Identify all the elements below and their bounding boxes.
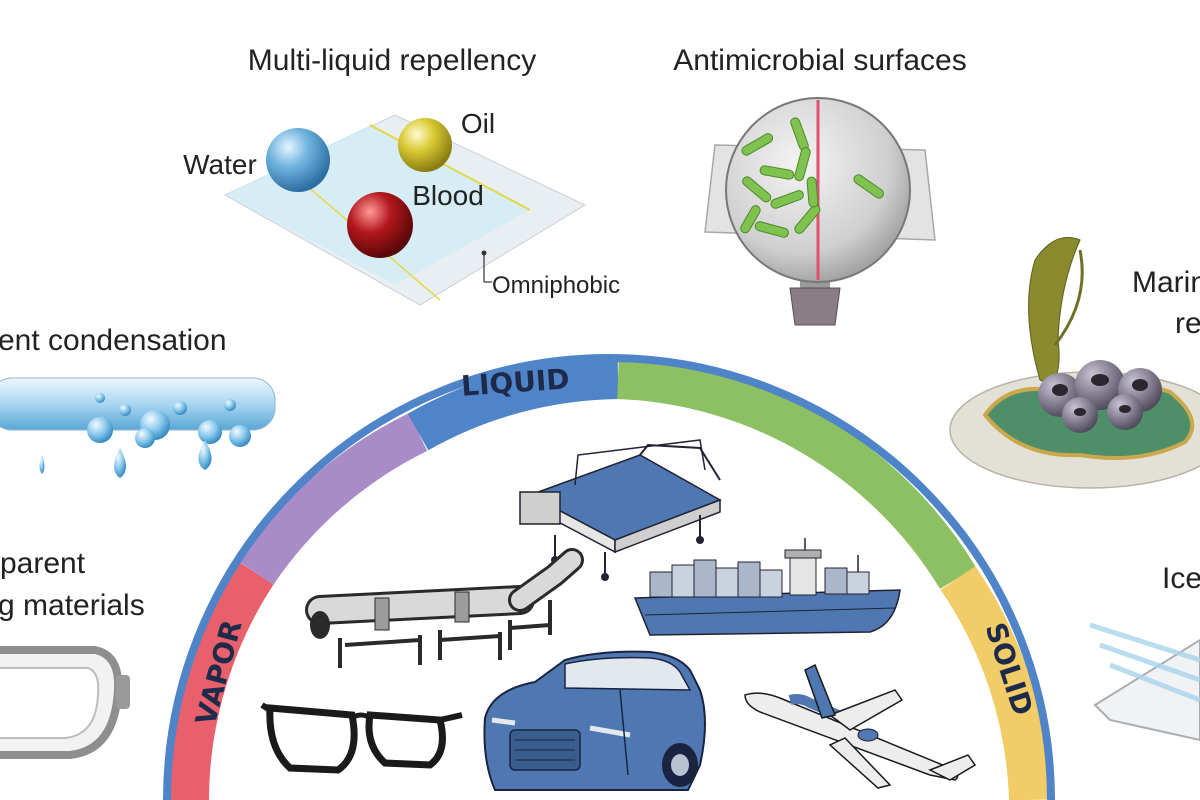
oil-droplet: [398, 118, 452, 172]
marine-label-1: Marin: [1132, 266, 1200, 299]
water-droplet: [266, 128, 330, 192]
arc-green-segment: [617, 357, 976, 589]
blood-droplet: [347, 192, 413, 258]
water-label: Water: [183, 149, 257, 180]
transparent-label-1: parent: [0, 547, 86, 580]
marine-label-2: re: [1175, 307, 1200, 340]
dish-nozzle: [789, 287, 841, 326]
airplane-icon: [744, 663, 977, 789]
arc-purple-segment: [238, 413, 428, 585]
car-icon: [483, 650, 706, 791]
hospital-bed-icon: [519, 439, 722, 581]
bacteria-cluster: [740, 117, 884, 238]
phase-arc: VAPOR LIQUID SOLID: [163, 354, 1055, 800]
condensation-panel: ent condensation: [0, 324, 276, 478]
antimicrobial-title: Antimicrobial surfaces: [673, 44, 966, 77]
arc-vapor-segment: [167, 561, 274, 800]
blood-label: Blood: [412, 180, 484, 211]
arc-solid-segment: [940, 566, 1051, 800]
ice-label: Ice: [1162, 562, 1200, 595]
transparent-materials-panel: parent g materials: [0, 547, 145, 759]
transparent-label-2: g materials: [0, 589, 145, 622]
ice-panel: Ice: [1089, 562, 1200, 742]
seaweed-icon: [1028, 237, 1081, 386]
condensate-droplets: [39, 393, 251, 478]
condenser-pipe: [0, 377, 276, 431]
arc-outer-edge: [163, 354, 1055, 800]
condensation-label: ent condensation: [0, 324, 227, 357]
oil-label: Oil: [461, 108, 495, 139]
cargo-ship-icon: [633, 538, 901, 636]
antimicrobial-panel: Antimicrobial surfaces: [673, 44, 967, 326]
arc-liquid-segment: [407, 357, 619, 451]
omniphobic-label: Omniphobic: [492, 272, 620, 299]
multi-liquid-panel: Multi-liquid repellency Water Oil Blood …: [183, 44, 620, 306]
arc-label-liquid: LIQUID: [460, 362, 571, 402]
eyeglasses-icon: [260, 702, 463, 774]
ice-sheet: [1093, 638, 1200, 742]
marine-panel: Marin re: [949, 237, 1200, 489]
pipeline-icon: [305, 548, 584, 668]
multi-liquid-title: Multi-liquid repellency: [248, 44, 536, 77]
barnacles-icon: [1038, 360, 1162, 433]
